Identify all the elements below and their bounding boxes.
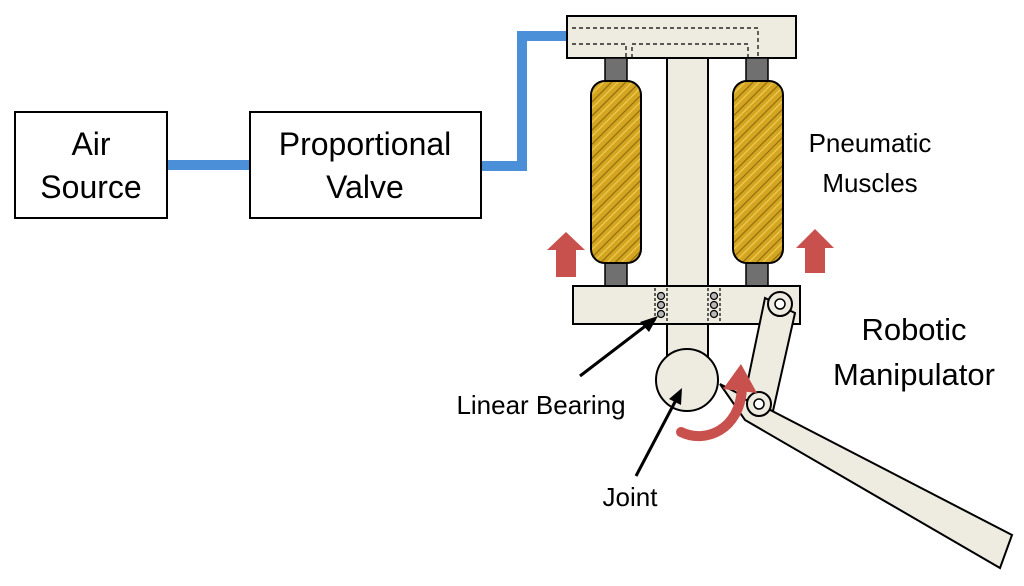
linear-bearing-balls — [656, 291, 719, 319]
pneumatic-muscle-left — [590, 57, 642, 287]
top-manifold-plate — [566, 15, 797, 59]
proportional-valve-label-line1: Proportional — [279, 126, 452, 162]
air-source-label-line2: Source — [40, 169, 141, 205]
pneumatic-muscles-label-line2: Muscles — [822, 168, 917, 198]
air-source-block: Air Source — [14, 111, 168, 219]
robotic-manipulator-label-line1: Robotic — [861, 312, 966, 347]
up-arrow-right — [796, 229, 834, 273]
proportional-valve-block: Proportional Valve — [249, 111, 482, 219]
joint-pointer — [634, 388, 682, 477]
proportional-valve-label-line2: Valve — [326, 169, 404, 205]
air-source-label-line1: Air — [71, 126, 110, 162]
pneumatic-muscle-right — [732, 57, 784, 287]
linear-bearing-label: Linear Bearing — [456, 390, 625, 420]
linkage — [742, 291, 797, 417]
robotic-manipulator-label-line2: Manipulator — [833, 357, 995, 392]
air-line-valve-to-manifold — [481, 31, 572, 171]
linear-bearing-pointer — [579, 316, 658, 378]
rotation-arrow — [676, 364, 757, 441]
joint — [655, 348, 719, 412]
pneumatic-muscles-label-line1: Pneumatic — [809, 128, 932, 158]
up-arrow-left — [547, 232, 585, 277]
central-rod — [666, 57, 709, 389]
joint-label: Joint — [603, 482, 659, 512]
